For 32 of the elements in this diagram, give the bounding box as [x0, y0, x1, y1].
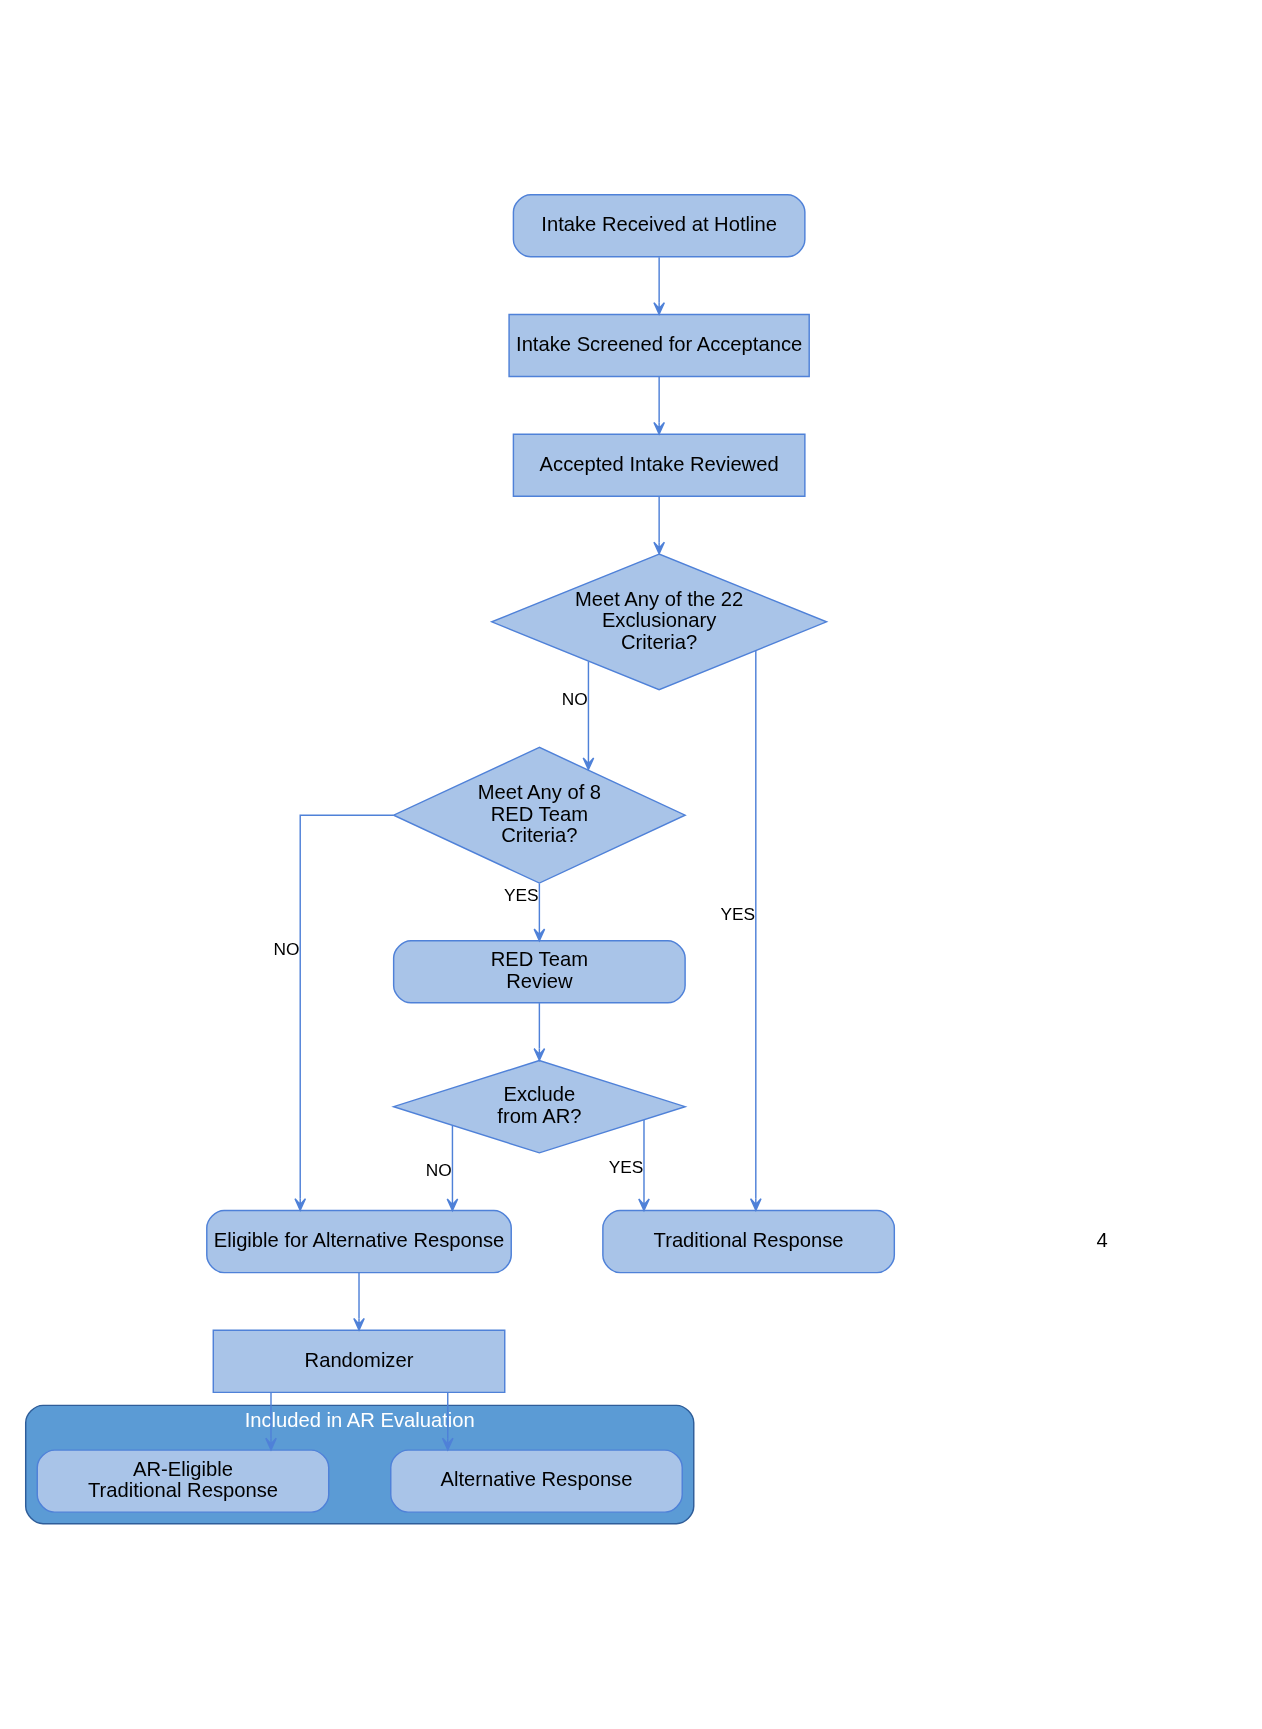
edge-label: YES	[608, 1156, 644, 1177]
node-diamond: Exclude from AR?	[391, 1059, 688, 1154]
node-box: Intake Received at Hotline	[512, 193, 806, 258]
node-box: Alternative Response	[390, 1448, 683, 1513]
arrow	[653, 375, 666, 435]
arrow	[653, 256, 666, 315]
node-box: Randomizer	[212, 1329, 506, 1393]
edge-label: NO	[273, 938, 300, 959]
node-box: Eligible for Alternative Response	[206, 1209, 512, 1273]
arrow	[446, 1124, 459, 1211]
arrow	[638, 1118, 650, 1211]
edge-label: NO	[425, 1159, 452, 1180]
edge-label: YES	[504, 884, 539, 905]
node-diamond: Meet Any of 8 RED Team Criteria?	[391, 746, 687, 884]
node-diamond: Meet Any of the 22 Exclusionary Criteria?	[489, 552, 829, 690]
node-box: Intake Screened for Acceptance	[508, 313, 810, 377]
node-box: RED Team Review	[392, 939, 686, 1003]
arrow	[533, 882, 546, 941]
arrow	[533, 1001, 546, 1061]
edge-label: YES	[720, 903, 756, 924]
node-box: AR-Eligible Traditional Response	[36, 1448, 330, 1513]
arrow	[353, 1271, 365, 1331]
arrow	[441, 1391, 454, 1451]
arrow	[749, 649, 762, 1211]
arrow	[265, 1391, 277, 1451]
node-box: Accepted Intake Reviewed	[512, 433, 806, 497]
arrow	[582, 660, 595, 770]
arrow	[294, 814, 395, 1211]
label: 4	[1096, 1228, 1108, 1251]
node-box: Traditional Response	[602, 1209, 896, 1273]
arrow	[653, 495, 666, 554]
edge-label: NO	[561, 688, 588, 709]
